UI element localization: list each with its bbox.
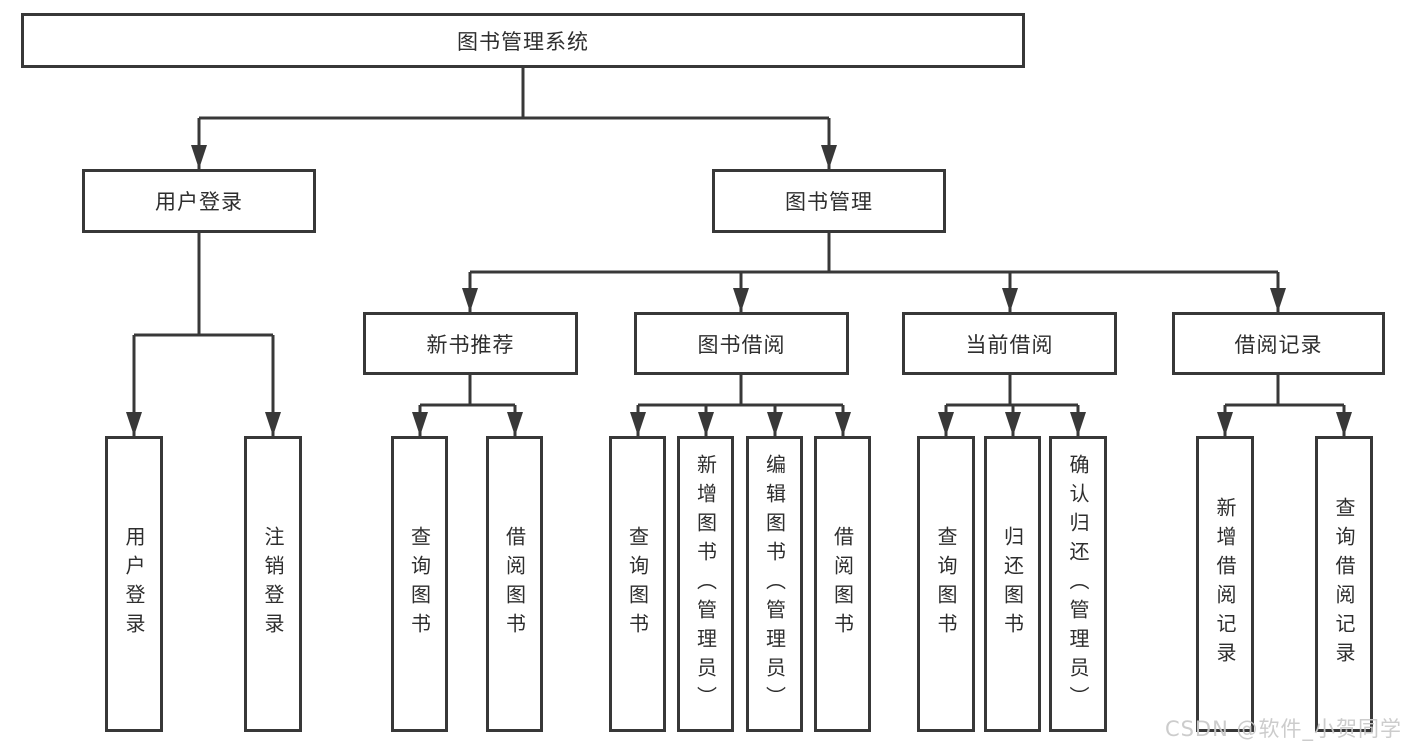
node-new-book-recommend: 新书推荐 (363, 312, 578, 375)
watermark: CSDN @软件_小贺同学 (1164, 717, 1402, 741)
leaf-confirm-return-admin: 确认归还（管理员） (1049, 436, 1107, 732)
leaf-add-book-admin: 新增图书（管理员） (677, 436, 734, 732)
leaf-logout: 注销登录 (244, 436, 302, 732)
leaf-user-login: 用户登录 (105, 436, 163, 732)
node-user-login: 用户登录 (82, 169, 316, 233)
leaf-query-borrow-record: 查询借阅记录 (1315, 436, 1373, 732)
leaf-query-books-3: 查询图书 (917, 436, 975, 732)
leaf-borrow-books-2: 借阅图书 (814, 436, 871, 732)
node-borrow-records: 借阅记录 (1172, 312, 1385, 375)
leaf-edit-book-admin: 编辑图书（管理员） (746, 436, 803, 732)
leaf-return-book: 归还图书 (984, 436, 1041, 732)
node-library-system: 图书管理系统 (21, 13, 1025, 68)
leaf-query-books-2: 查询图书 (609, 436, 666, 732)
leaf-borrow-books-1: 借阅图书 (486, 436, 543, 732)
node-book-management: 图书管理 (712, 169, 946, 233)
node-book-borrow: 图书借阅 (634, 312, 849, 375)
node-current-borrow: 当前借阅 (902, 312, 1117, 375)
leaf-query-books-1: 查询图书 (391, 436, 448, 732)
leaf-add-borrow-record: 新增借阅记录 (1196, 436, 1254, 732)
